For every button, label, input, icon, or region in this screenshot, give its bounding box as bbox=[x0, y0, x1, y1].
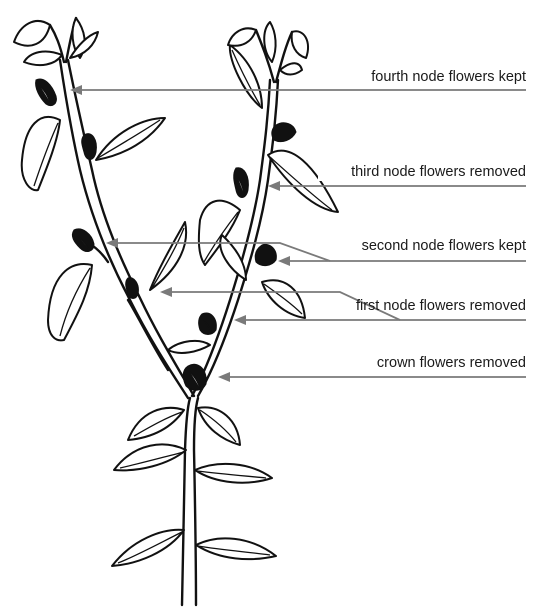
label-third-node: third node flowers removed bbox=[351, 164, 526, 180]
crown-flower bbox=[183, 364, 206, 390]
third-node-flower bbox=[234, 168, 249, 198]
flower-bud-left bbox=[82, 134, 97, 160]
second-node-flower-right bbox=[255, 244, 276, 265]
label-second-node: second node flowers kept bbox=[362, 238, 526, 254]
label-crown: crown flowers removed bbox=[377, 355, 526, 371]
second-node-flower-left bbox=[72, 229, 94, 252]
flower-upper-right bbox=[272, 123, 296, 142]
label-fourth-node: fourth node flowers kept bbox=[371, 69, 526, 85]
first-node-flower-right bbox=[199, 313, 217, 335]
fourth-node-flower bbox=[36, 79, 57, 106]
label-first-node: first node flowers removed bbox=[356, 298, 526, 314]
pepper-plant-drawing bbox=[14, 18, 338, 605]
callout-labels: fourth node flowers kept third node flow… bbox=[318, 66, 532, 372]
